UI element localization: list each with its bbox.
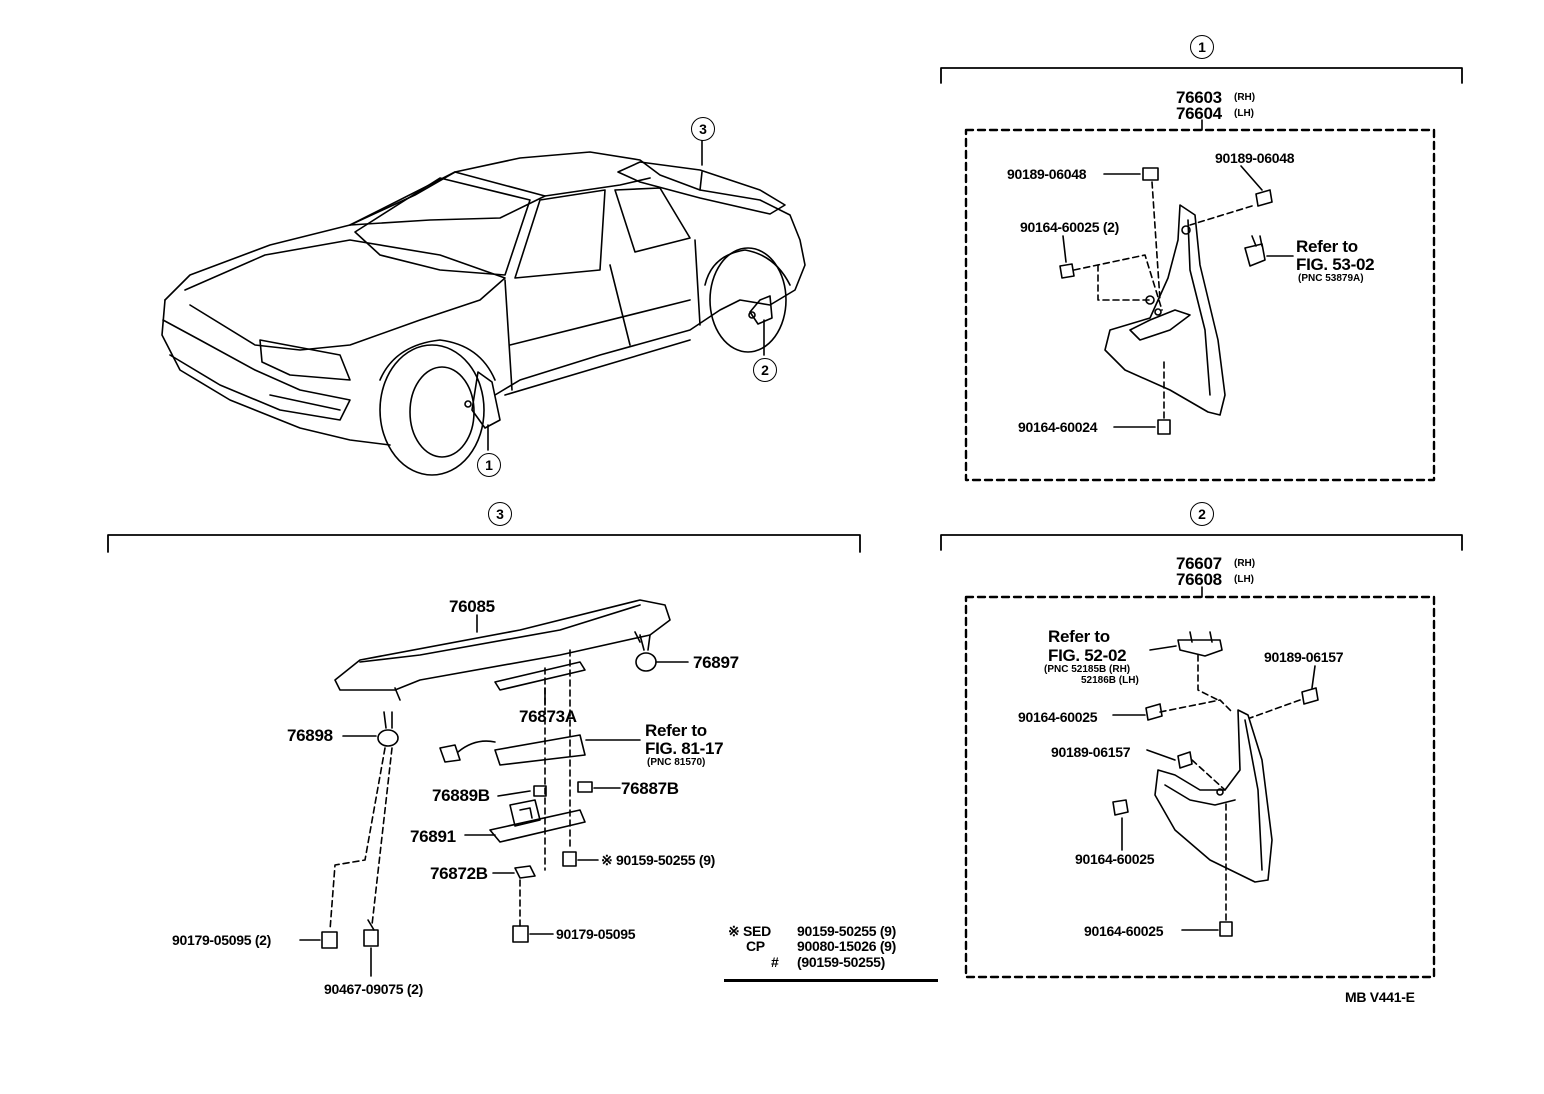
legend-mark-cp: CP: [746, 938, 765, 954]
part-90164-60025-a: 90164-60025: [1018, 709, 1098, 725]
legend-value-cp: 90080-15026 (9): [797, 938, 897, 954]
part-76872b: 76872B: [430, 864, 488, 883]
part-76897: 76897: [693, 653, 739, 672]
refer-pnc-53879a: (PNC 53879A): [1298, 273, 1364, 284]
part-90164-60025-x2: 90164-60025 (2): [1020, 219, 1120, 235]
callout-1-panel: 1: [1190, 35, 1214, 59]
refer-label-3: Refer to: [645, 721, 707, 740]
legend-value-sed: 90159-50255 (9): [797, 923, 897, 939]
part-76608: 76608: [1176, 570, 1222, 589]
part-76891: 76891: [410, 827, 456, 846]
figure-code: MB V441-E: [1345, 989, 1415, 1005]
part-76873a: 76873A: [519, 707, 577, 726]
panel-1-front-mudguard: [940, 67, 1463, 482]
part-90189-06048-a: 90189-06048: [1007, 166, 1087, 182]
panel-3-rear-spoiler: [107, 534, 861, 977]
refer-label-2: Refer to: [1048, 627, 1110, 646]
car-overview-illustration: [161, 139, 806, 476]
part-90189-06157-b: 90189-06157: [1051, 744, 1131, 760]
refer-pnc-52185b: (PNC 52185B (RH): [1044, 664, 1131, 675]
refer-pnc-81570: (PNC 81570): [647, 757, 706, 768]
part-90467-09075-x2: 90467-09075 (2): [324, 981, 424, 997]
part-76607: 76607: [1176, 554, 1222, 573]
rh-tag-1: (RH): [1234, 92, 1256, 103]
part-90179-05095-x2: 90179-05095 (2): [172, 932, 272, 948]
callout-2-car: 2: [753, 358, 777, 382]
part-76085: 76085: [449, 597, 495, 616]
legend-underline: [724, 979, 938, 982]
refer-label-1: Refer to: [1296, 237, 1358, 256]
part-76604: 76604: [1176, 104, 1222, 123]
callout-2-panel: 2: [1190, 502, 1214, 526]
part-90159-50255-star: ※ 90159-50255 (9): [601, 852, 716, 868]
part-90164-60024: 90164-60024: [1018, 419, 1098, 435]
callout-3-car: 3: [691, 117, 715, 141]
lh-tag-1: (LH): [1234, 108, 1254, 119]
part-90164-60025-c: 90164-60025: [1084, 923, 1164, 939]
part-76889b: 76889B: [432, 786, 490, 805]
refer-pnc-52186b: 52186B (LH): [1081, 675, 1139, 686]
part-76603: 76603: [1176, 88, 1222, 107]
refer-fig-52-02: FIG. 52-02: [1048, 646, 1127, 665]
callout-3-panel: 3: [488, 502, 512, 526]
panel-2-rear-mudguard: [940, 534, 1463, 979]
part-90164-60025-b: 90164-60025: [1075, 851, 1155, 867]
part-76898: 76898: [287, 726, 333, 745]
legend-value-hash: (90159-50255): [797, 954, 885, 970]
legend-mark-sed: ※ SED: [728, 923, 771, 939]
part-90189-06048-b: 90189-06048: [1215, 150, 1295, 166]
legend-mark-hash: #: [771, 954, 779, 970]
part-90179-05095-a: 90179-05095: [556, 926, 636, 942]
part-76887b: 76887B: [621, 779, 679, 798]
part-90189-06157-a: 90189-06157: [1264, 649, 1344, 665]
rh-tag-2: (RH): [1234, 558, 1256, 569]
refer-fig-81-17: FIG. 81-17: [645, 739, 724, 758]
callout-1-car: 1: [477, 453, 501, 477]
lh-tag-2: (LH): [1234, 574, 1254, 585]
refer-fig-53-02: FIG. 53-02: [1296, 255, 1375, 274]
